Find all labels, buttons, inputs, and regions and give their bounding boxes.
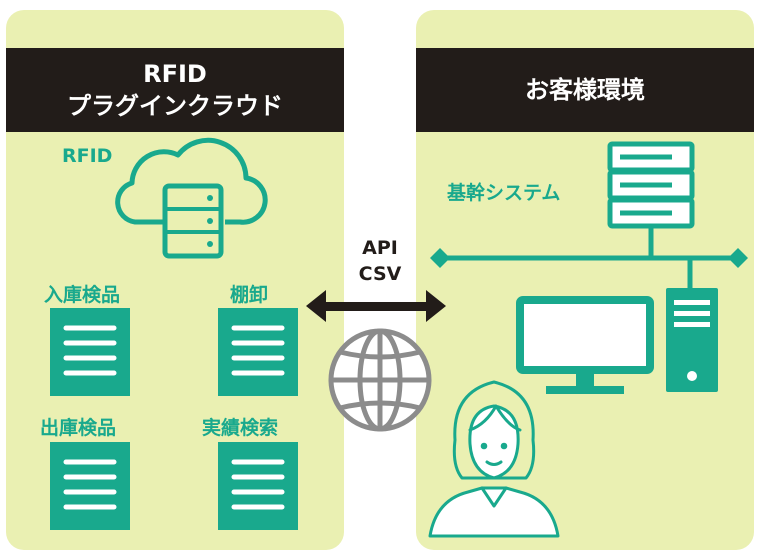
globe-icon [328,328,432,432]
pc-tower-icon [666,288,718,392]
document-icon-inventory [218,308,298,396]
monitor-icon [516,296,654,394]
document-icon-shipping [50,442,130,530]
document-icon-search [218,442,298,530]
core-system-label: 基幹システム [447,182,561,204]
csv-label: CSV [358,263,402,285]
rfid-panel-title-line2: プラグインクラウド [67,92,283,120]
module-label-inventory: 棚卸 [230,284,269,306]
network-line-icon [430,226,748,288]
cloud-label: RFID [62,145,113,167]
cloud-server-icon [162,183,224,259]
module-label-shipping: 出庫検品 [40,417,117,439]
module-label-search: 実績検索 [202,417,279,439]
customer-panel-title: お客様環境 [525,76,645,104]
customer-panel-header: お客様環境 [416,48,754,132]
document-icon-receiving [50,308,130,396]
cloud-icon [115,137,268,225]
person-icon [428,380,560,538]
module-label-receiving: 入庫検品 [44,284,121,306]
double-arrow-icon [306,290,446,322]
rfid-panel-header: RFID プラグインクラウド [6,48,344,132]
server-icon [607,141,695,229]
api-label: API [362,237,398,259]
rfid-panel-title-line1: RFID [143,60,207,88]
